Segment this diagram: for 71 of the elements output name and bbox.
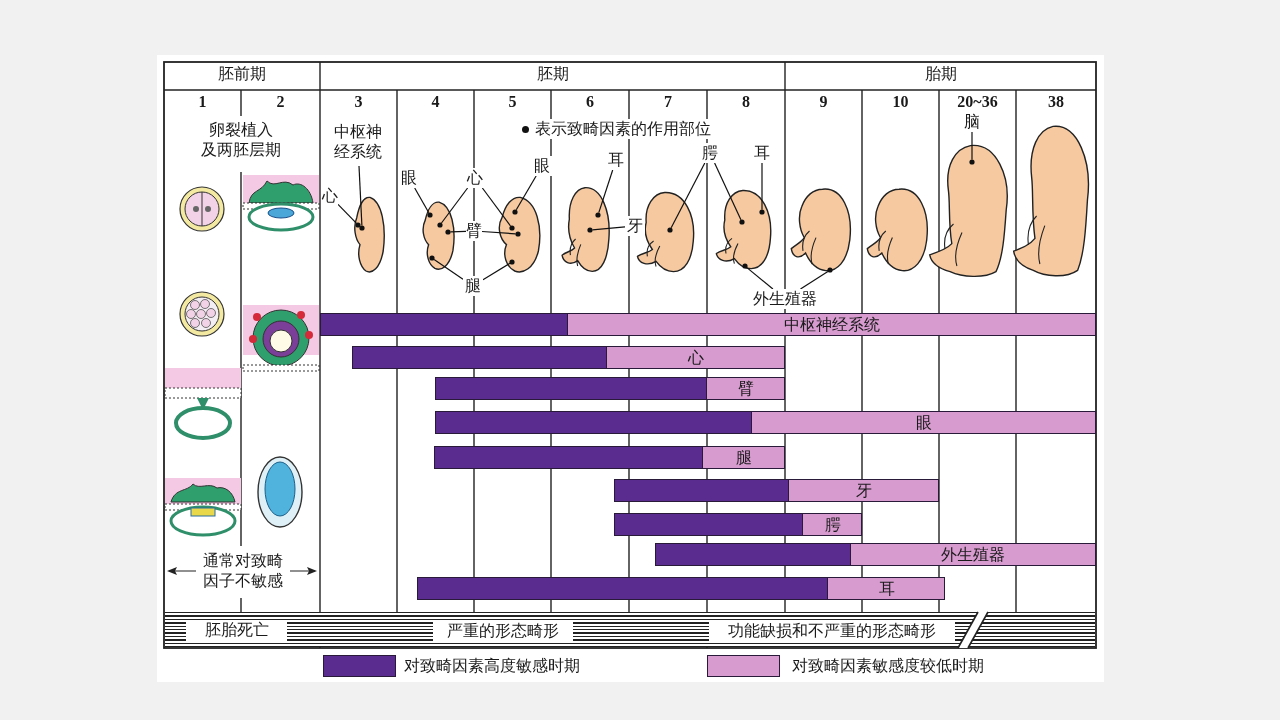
sensitivity-bar <box>435 411 1096 434</box>
label-text: 功能缺损和不严重的形态畸形 <box>709 621 955 643</box>
bar-label: 外生殖器 <box>941 545 1005 564</box>
part-label: 心 <box>465 168 485 188</box>
legend-text: 对致畸因素高度敏感时期 <box>404 656 580 676</box>
sensitivity-bar <box>352 346 785 369</box>
part-label: 耳 <box>752 143 772 163</box>
leader-line <box>337 203 357 224</box>
week-number: 20~36 <box>956 92 999 112</box>
bar-label: 心 <box>687 348 704 367</box>
week-number: 7 <box>663 92 673 112</box>
embryo-drawing <box>560 185 612 275</box>
bar-label: 眼 <box>915 413 932 432</box>
period-header: 胚前期 <box>217 64 267 85</box>
bar-label: 牙 <box>855 481 872 500</box>
label-text: 卵裂植入及两胚层期 <box>200 120 282 161</box>
leader-line <box>746 267 774 290</box>
sensitivity-bar <box>434 446 785 469</box>
week-number: 6 <box>585 92 595 112</box>
sensitivity-bar <box>655 543 1096 566</box>
leader-line <box>481 187 512 227</box>
bar-label: 臂 <box>738 379 754 398</box>
leader-line <box>482 262 511 281</box>
period-header: 胚期 <box>535 64 570 85</box>
sensitivity-bar <box>614 479 939 502</box>
part-label: 耳 <box>606 150 626 170</box>
week-number: 10 <box>891 92 910 112</box>
week-number: 38 <box>1047 92 1065 112</box>
leader-line <box>799 270 829 290</box>
part-label: 腿 <box>463 276 483 296</box>
leader-line <box>440 187 469 224</box>
leader-line <box>591 226 626 231</box>
bar-label: 耳 <box>878 579 895 598</box>
sensitivity-bar <box>614 513 862 536</box>
leader-line <box>515 175 537 211</box>
legend-text: 对致畸因素敏感度较低时期 <box>792 656 984 676</box>
part-label: 心 <box>322 186 338 206</box>
sensitivity-bar <box>320 313 1096 336</box>
part-label: 眼 <box>532 156 552 176</box>
part-label: 腭 <box>699 143 721 163</box>
label-text: 严重的形态畸形 <box>433 621 573 643</box>
leader-line <box>714 162 742 221</box>
bar-label: 腭 <box>824 515 841 534</box>
note-text: 表示致畸因素的作用部位 <box>533 119 713 139</box>
leader-line <box>761 162 763 211</box>
bar-label: 腿 <box>736 448 752 467</box>
period-header: 胎期 <box>923 64 958 85</box>
leader-line <box>449 230 467 233</box>
part-label: 臂 <box>466 221 482 241</box>
leader-line <box>670 162 706 229</box>
leader-line <box>433 258 464 280</box>
leader-line <box>598 169 614 214</box>
week-number: 4 <box>430 92 441 112</box>
leader-line <box>358 165 363 227</box>
embryo-drawing <box>714 188 774 272</box>
sensitivity-bar <box>435 377 785 400</box>
leader-line <box>971 131 973 161</box>
part-label: 眼 <box>399 168 419 188</box>
week-number: 9 <box>818 92 829 112</box>
leader-line <box>481 230 517 235</box>
leader-line <box>414 187 430 214</box>
bar-label: 中枢神经系统 <box>783 315 880 334</box>
week-number: 5 <box>507 92 518 112</box>
part-label: 牙 <box>625 216 645 236</box>
week-number: 3 <box>353 92 364 112</box>
sensitivity-bar <box>417 577 945 600</box>
week-number: 8 <box>741 92 751 112</box>
week-number: 2 <box>275 92 286 112</box>
label-text: 胚胎死亡 <box>186 620 287 642</box>
week-number: 1 <box>197 92 208 112</box>
part-label: 脑 <box>962 112 982 132</box>
